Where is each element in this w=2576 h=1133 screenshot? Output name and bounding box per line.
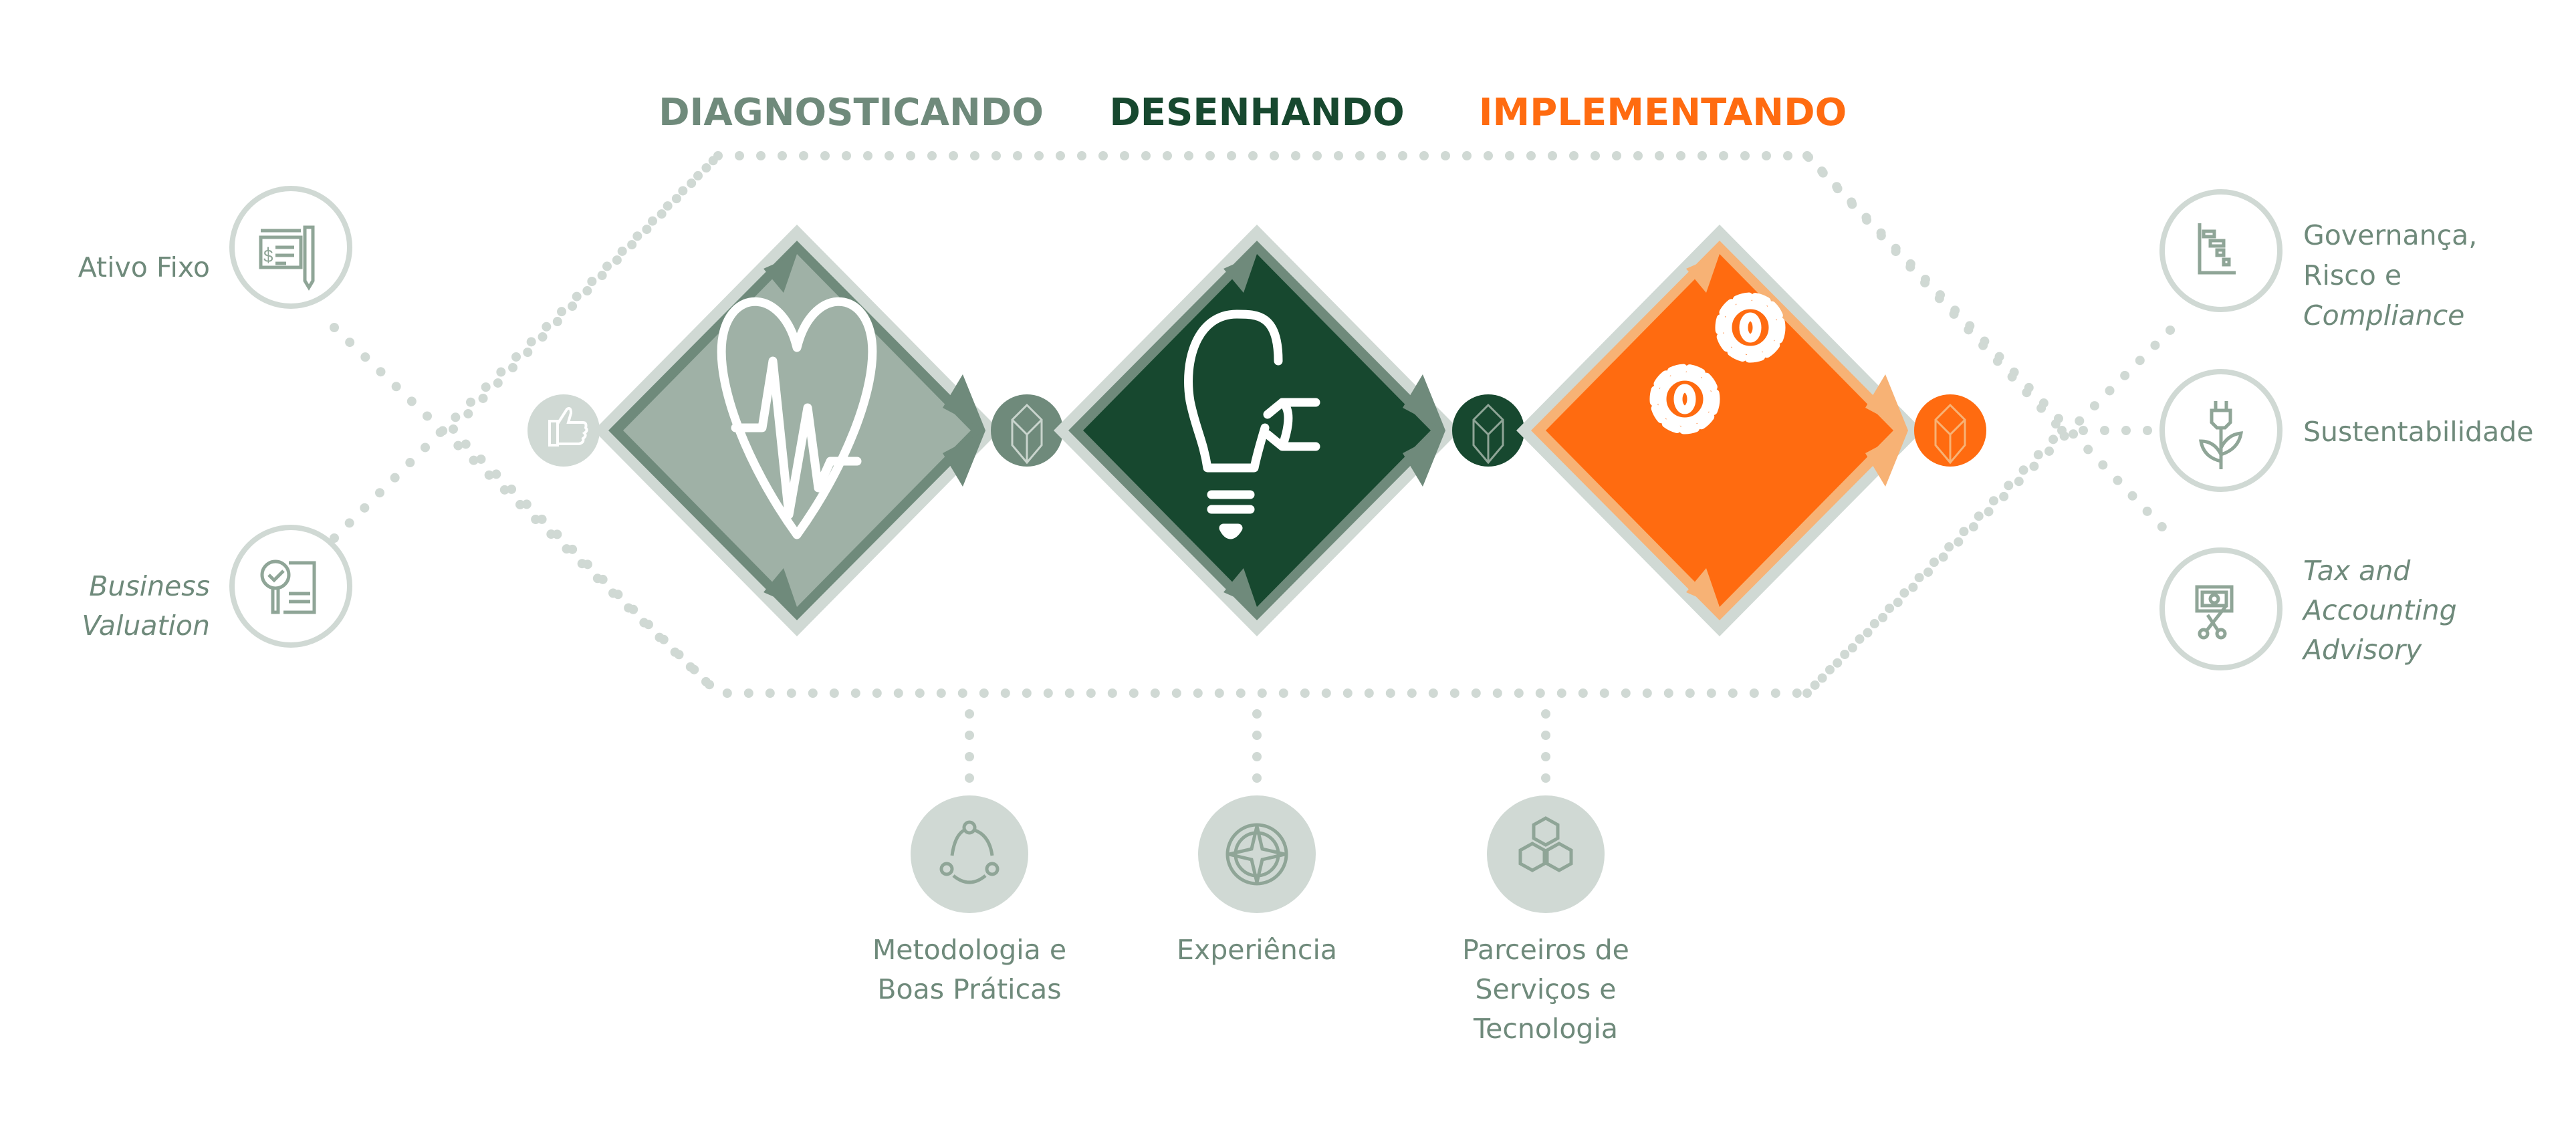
money-scissors-icon <box>2195 585 2234 640</box>
pillar-label: Serviços e <box>1475 973 1616 1005</box>
pillar-metodologia[interactable]: Metodologia e Boas Práticas <box>872 795 1066 1005</box>
pillar-label: Tecnologia <box>1473 1013 1618 1045</box>
service-label: Valuation <box>82 610 210 642</box>
phase-diamond-implementando[interactable] <box>1516 225 1923 636</box>
pillar-label: Experiência <box>1177 934 1337 966</box>
phase-diamond-desenhando[interactable] <box>1054 225 1460 636</box>
plug-plant-icon <box>2199 401 2244 469</box>
heartbeat-icon <box>717 297 877 539</box>
service-ativo-fixo[interactable]: $ Ativo Fixo <box>78 186 352 309</box>
phase-title-desenhando: DESENHANDO <box>1109 91 1404 134</box>
phase-title-diagnosticando: DIAGNOSTICANDO <box>659 91 1044 134</box>
gears-icon <box>1649 292 1786 434</box>
cubes-icon <box>1518 816 1573 872</box>
service-sustentabilidade[interactable]: Sustentabilidade <box>2159 369 2533 492</box>
service-label: Risco e <box>2303 259 2402 291</box>
service-label: Ativo Fixo <box>78 251 210 283</box>
service-label: Governança, <box>2303 219 2477 251</box>
service-governanca[interactable]: Governança, Risco e Compliance <box>2159 189 2477 332</box>
package-connector-3 <box>1914 394 1986 467</box>
phase-diamond-diagnosticando[interactable] <box>594 225 1000 636</box>
service-label: Advisory <box>2301 634 2422 666</box>
service-business-valuation[interactable]: Business Valuation <box>82 525 352 648</box>
service-label: Accounting <box>2301 594 2457 626</box>
compass-icon <box>1225 823 1288 886</box>
magnifier-report-icon <box>260 559 316 614</box>
service-label: Sustentabilidade <box>2303 416 2533 448</box>
service-label: Tax and <box>2303 555 2411 587</box>
check-pen-icon: $ <box>259 225 315 291</box>
service-label: Compliance <box>2303 299 2464 332</box>
pillar-experiencia[interactable]: Experiência <box>1177 795 1337 966</box>
pillar-label: Metodologia e <box>872 934 1066 966</box>
service-label: Business <box>89 570 210 602</box>
phase-title-implementando: IMPLEMENTANDO <box>1479 91 1847 134</box>
package-connector-2 <box>1452 394 1524 467</box>
service-tax-accounting[interactable]: Tax and Accounting Advisory <box>2159 547 2457 670</box>
svg-text:$: $ <box>263 246 273 266</box>
thumbs-up-icon <box>528 394 600 467</box>
cycle-arrows-icon <box>939 820 1000 884</box>
gantt-chart-icon <box>2198 223 2236 275</box>
pillar-label: Parceiros de <box>1462 934 1629 966</box>
pillar-parceiros[interactable]: Parceiros de Serviços e Tecnologia <box>1462 795 1629 1045</box>
lightbulb-plug-icon <box>1184 309 1320 539</box>
dotted-frame <box>330 151 2178 793</box>
pillar-label: Boas Práticas <box>877 973 1061 1005</box>
package-connector-1 <box>991 394 1063 467</box>
